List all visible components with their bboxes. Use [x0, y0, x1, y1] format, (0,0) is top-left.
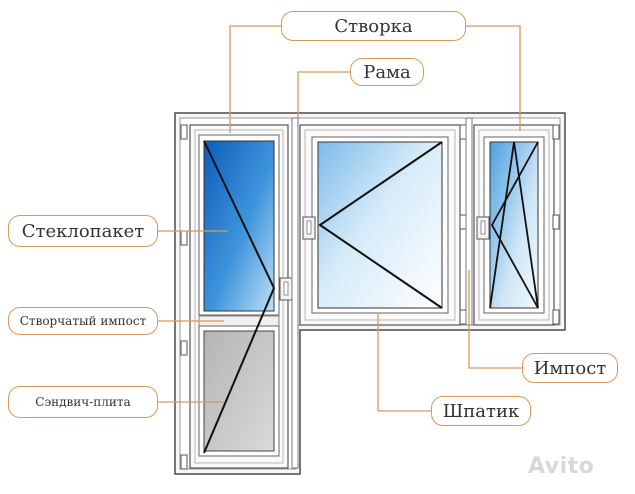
label-impost: Импост — [522, 353, 618, 383]
right-tilt-lines — [489, 141, 539, 309]
leader-rama — [297, 71, 350, 118]
leader-stvorka — [229, 25, 281, 133]
leader-stvorka-right — [466, 25, 521, 131]
label-stvorchatyi-impost: Створчатый импост — [8, 307, 158, 335]
door-glass-unit — [203, 140, 275, 312]
middle-glass-unit — [317, 141, 443, 309]
right-turn-lines — [490, 141, 539, 309]
label-steklopaket: Стеклопакет — [8, 215, 158, 247]
right-glass-unit — [489, 141, 539, 309]
label-shpatik: Шпатик — [431, 396, 531, 426]
sandwich-panel — [203, 330, 275, 452]
door-sash — [180, 124, 293, 470]
avito-watermark: Avito — [528, 454, 595, 479]
label-stvorka: Створка — [281, 11, 466, 41]
middle-opening-lines — [318, 141, 443, 309]
door-opening-lines — [203, 140, 276, 454]
label-sendvich: Сэндвич-плита — [8, 386, 158, 418]
leader-shpatik — [377, 313, 431, 412]
leader-lines — [158, 25, 522, 412]
label-rama: Рама — [350, 58, 424, 86]
middle-sash — [299, 124, 467, 326]
frame-mullion-left — [291, 117, 299, 469]
leader-impost — [468, 270, 522, 369]
right-sash — [473, 124, 560, 326]
